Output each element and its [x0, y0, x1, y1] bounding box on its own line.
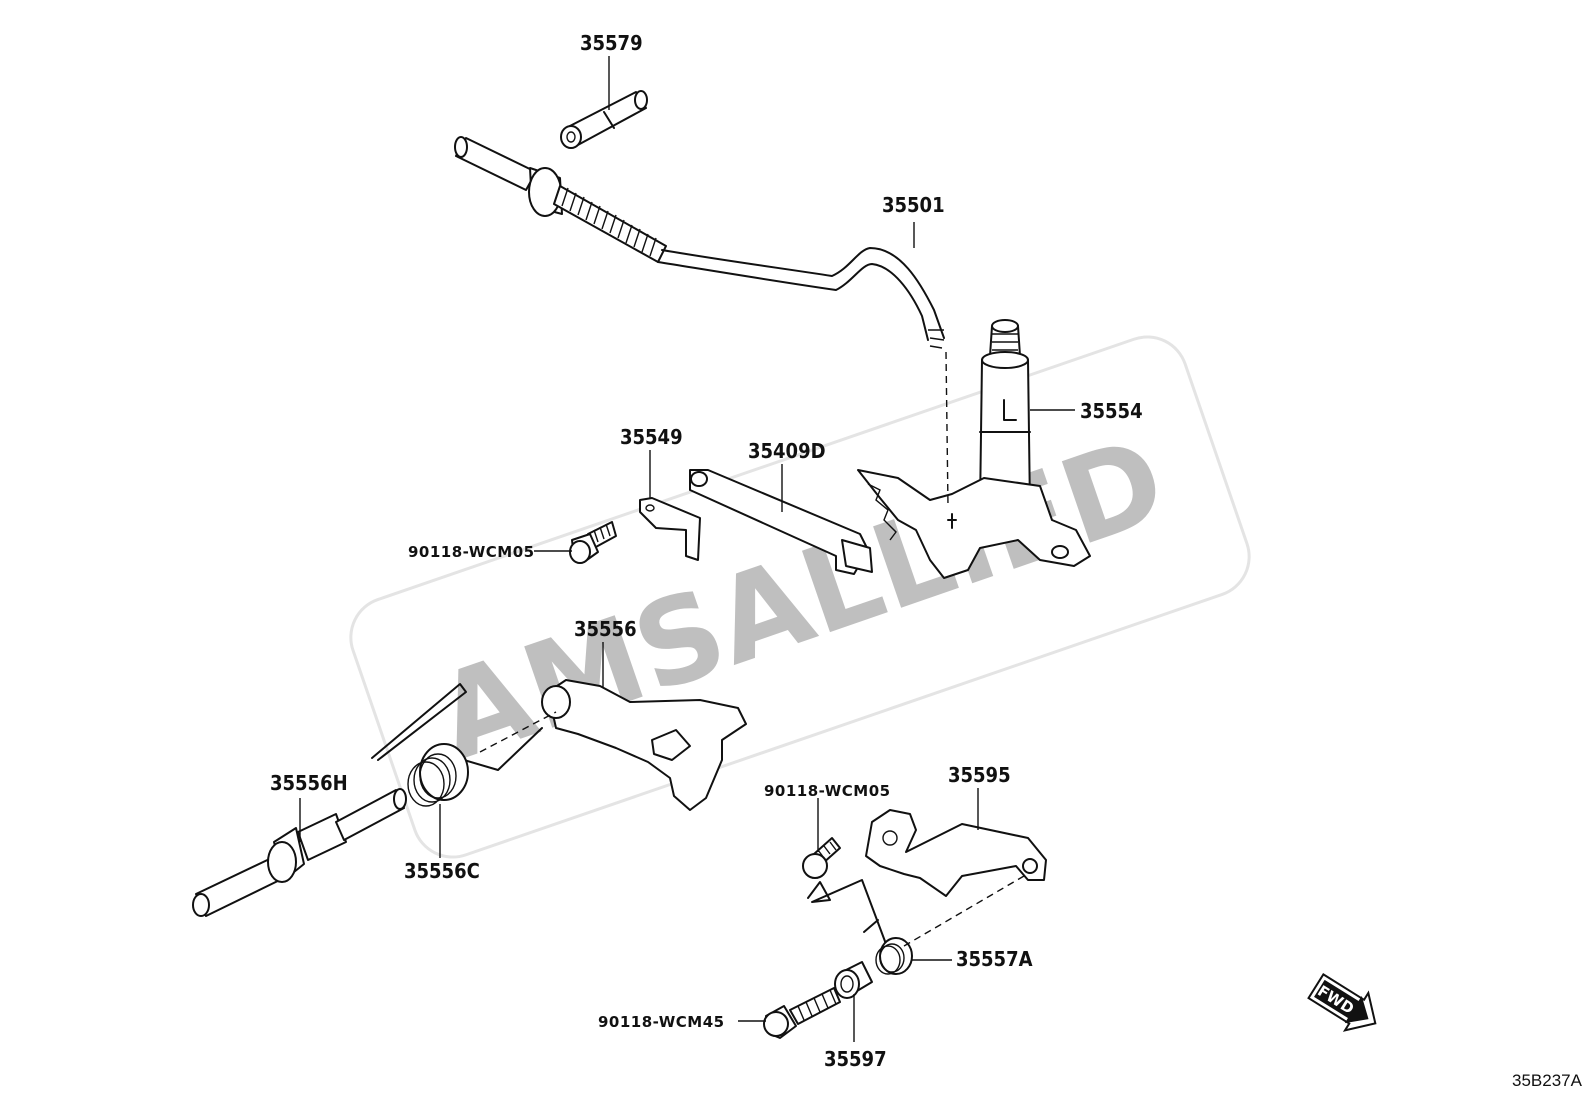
label-35556C[interactable]: 35556C	[404, 859, 480, 883]
label-90118-wcm05-lower[interactable]: 90118-WCM05	[764, 782, 891, 800]
part-35597[interactable]	[834, 961, 873, 999]
fwd-arrow-icon: FWD	[1307, 972, 1377, 1032]
label-35557A[interactable]: 35557A	[956, 947, 1033, 971]
part-35409D[interactable]	[689, 469, 873, 575]
label-35556[interactable]: 35556	[574, 617, 637, 641]
part-lever-plate	[857, 469, 1091, 579]
alignment-lines	[479, 351, 1025, 947]
part-labels: 35579 35501 35554 35549 35409D 90118-WCM…	[270, 31, 1143, 1071]
part-35556C[interactable]	[371, 683, 543, 807]
label-35595[interactable]: 35595	[948, 763, 1011, 787]
part-35579[interactable]	[560, 90, 648, 149]
part-35557A[interactable]	[807, 879, 913, 975]
label-35409D[interactable]: 35409D	[748, 439, 826, 463]
leader-lines	[299, 56, 1075, 1042]
label-35501[interactable]: 35501	[882, 193, 945, 217]
part-35501[interactable]	[454, 136, 945, 349]
diagram-code: 35B237A	[1512, 1071, 1583, 1090]
label-35549[interactable]: 35549	[620, 425, 683, 449]
label-90118-wcm45[interactable]: 90118-WCM45	[598, 1013, 725, 1031]
part-35556[interactable]	[541, 679, 747, 811]
part-90118-lower-bolt[interactable]	[763, 987, 841, 1039]
watermark-text: AMSALLIED	[420, 410, 1182, 787]
part-90118-upper-bolt[interactable]	[569, 521, 617, 564]
label-35579[interactable]: 35579	[580, 31, 643, 55]
part-35549[interactable]	[639, 497, 701, 561]
label-35597[interactable]: 35597	[824, 1047, 887, 1071]
label-35556H[interactable]: 35556H	[270, 771, 348, 795]
part-35556H[interactable]	[192, 788, 407, 917]
part-90118-middle-bolt[interactable]	[802, 837, 841, 879]
part-35595[interactable]	[865, 809, 1047, 897]
label-90118-wcm05-upper[interactable]: 90118-WCM05	[408, 543, 535, 561]
label-35554[interactable]: 35554	[1080, 399, 1143, 423]
